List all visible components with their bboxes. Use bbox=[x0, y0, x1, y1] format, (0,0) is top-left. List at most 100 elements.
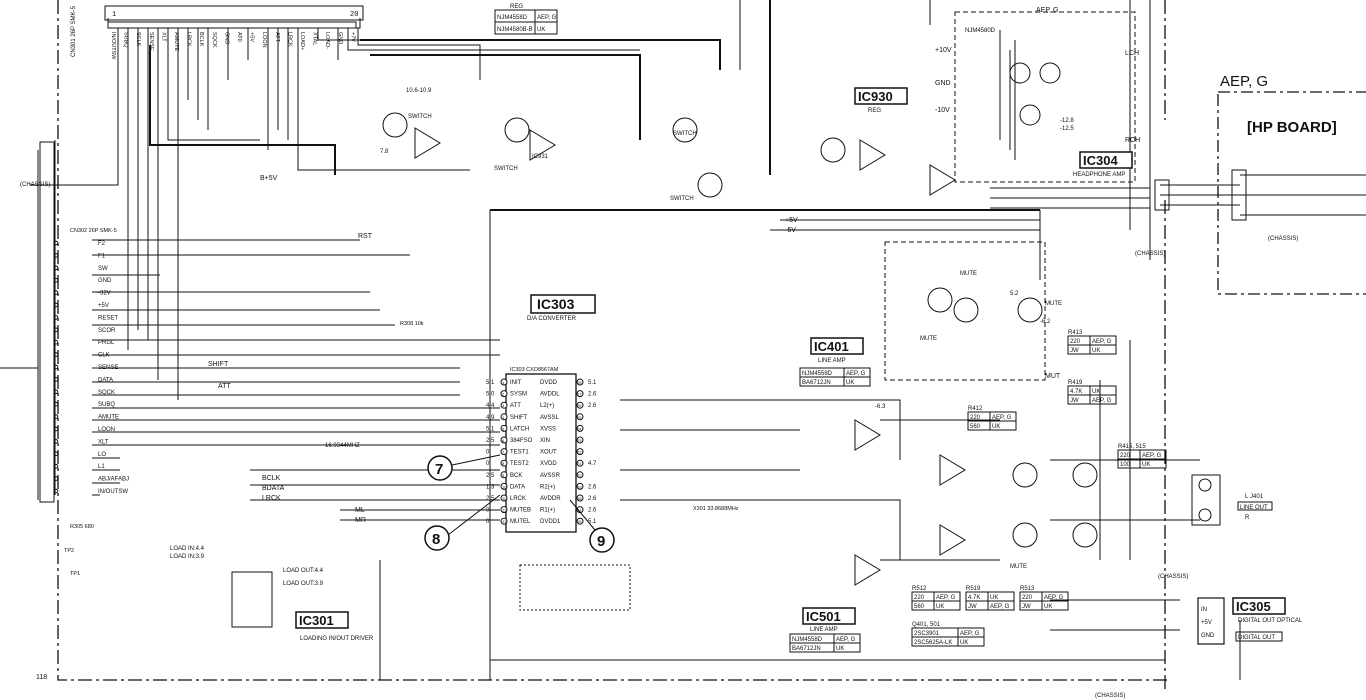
aep-g-top: AEP, G bbox=[1036, 7, 1058, 14]
cn301-pin-16: LOAD+ bbox=[299, 32, 305, 50]
bdata-label: BDATA bbox=[262, 485, 285, 492]
ic303-right-pin-num: 20 bbox=[577, 473, 582, 478]
cn302-pin-dot bbox=[53, 439, 59, 444]
ic303-right-pin-marker bbox=[576, 494, 584, 502]
r419-table-cell: JW bbox=[1070, 398, 1079, 404]
gnd-label: GND bbox=[935, 80, 951, 87]
ic303-left-pin-marker bbox=[500, 459, 508, 467]
cn302-pin-dot bbox=[53, 377, 59, 382]
ic303-right-pin-num: 27 bbox=[577, 392, 582, 397]
r513-table-cell: 220 bbox=[1022, 595, 1033, 601]
ic303-left-pin-name: SHIFT bbox=[510, 415, 528, 421]
ic303-right-pin-num: 21 bbox=[577, 461, 582, 466]
ic303-right-pin-name: AVDDR bbox=[540, 496, 561, 502]
lrck-label: LRCK bbox=[262, 495, 281, 502]
lch-label: LCH bbox=[1125, 50, 1139, 57]
r512-table-cell: 220 bbox=[914, 595, 925, 601]
ic303-left-pin-name: SYSM bbox=[510, 392, 527, 398]
ic303-right-voltage: 2.6 bbox=[588, 403, 597, 409]
ic501-table-cell: BA6712JN bbox=[792, 646, 821, 652]
q401-table-cell: UK bbox=[960, 640, 968, 646]
r419-table-cell: UK bbox=[1092, 389, 1100, 395]
v-78: 7.8 bbox=[380, 149, 389, 155]
ic303-right-pin-num: 16 bbox=[577, 519, 582, 524]
v-minus12-8: -12.8 bbox=[1060, 118, 1074, 124]
ic303-right-pin-marker bbox=[576, 390, 584, 398]
ic303-left-pin-marker bbox=[500, 424, 508, 432]
switch-2: SWITCH bbox=[494, 166, 518, 172]
cn301-pin-10: GND bbox=[223, 32, 229, 44]
shift-label: SHIFT bbox=[208, 361, 229, 368]
mute-1: MUTE bbox=[960, 271, 977, 277]
v-52: 5.2 bbox=[1010, 291, 1019, 297]
freq-label: 16.9344MHZ bbox=[325, 443, 360, 449]
cn302-pin-3: SW bbox=[98, 266, 108, 272]
r413-table-cell: JW bbox=[1070, 348, 1079, 354]
plus10v-label: +10V bbox=[935, 47, 952, 54]
cn302-pin-17: XLT bbox=[98, 439, 109, 445]
ic303-left-voltage: 5.1 bbox=[486, 380, 495, 386]
ic303-right-pin-marker bbox=[576, 471, 584, 479]
rst-label: RST bbox=[358, 233, 373, 240]
ic303-right-pin-name: DVDD1 bbox=[540, 519, 561, 525]
cn302-pin-dot bbox=[53, 290, 59, 295]
misc-labels: AEP, G LCH RCH SWITCH SWITCH SWITCH SWIT… bbox=[20, 7, 1273, 699]
ic303-left-pin-name: LRCK bbox=[510, 496, 526, 502]
plus5v-label: +5V bbox=[785, 217, 798, 224]
cn301-pin-4: SENSE bbox=[148, 32, 154, 51]
r519-table-cell: UK bbox=[990, 595, 998, 601]
ic303-left-pin-marker bbox=[500, 378, 508, 386]
r512-table-cell: 560 bbox=[914, 604, 925, 610]
cn302-pin-dot bbox=[53, 315, 59, 320]
q401-table-title: Q401, 501 bbox=[912, 622, 941, 628]
reg-r0c0: NJM4558D bbox=[497, 15, 528, 21]
cn301-pin-5: XLT bbox=[160, 32, 166, 42]
ic303-part: IC303 CXD8567AM bbox=[510, 367, 559, 373]
ic303-left-pin-num: 13 bbox=[502, 519, 507, 524]
ic303-left-voltage: 2.5 bbox=[486, 438, 495, 444]
ic303-right-pin-num: 19 bbox=[577, 484, 582, 489]
loading-out-1: LOAD OUT:4.4 bbox=[283, 568, 324, 574]
ic303-right-pin-marker bbox=[576, 482, 584, 490]
cn302-pin-8: SCOR bbox=[98, 328, 116, 334]
r512-table-cell: AEP, G bbox=[936, 595, 956, 601]
ic303-name: IC303 bbox=[537, 296, 575, 312]
ic303-right-pin-marker bbox=[576, 436, 584, 444]
cn302-pin-dot bbox=[53, 488, 59, 494]
cn301-pin-8: BCLK bbox=[198, 32, 204, 47]
loading-out-2: LOAD OUT:3.9 bbox=[283, 581, 324, 587]
ic303-left-pin-name: ATT bbox=[510, 403, 521, 409]
ic303-right-pin-num: 25 bbox=[577, 415, 582, 420]
reg-r1c0: NJM4580B-B bbox=[497, 27, 533, 33]
ic303-right-voltage: 2.6 bbox=[588, 508, 597, 514]
callouts: 7 8 9 bbox=[424, 454, 615, 553]
hp-board: AEP, G [HP BOARD] (CHASSIS) bbox=[1220, 73, 1337, 242]
bclk-label: BCLK bbox=[262, 475, 281, 482]
b65v-label: B+5V bbox=[260, 175, 278, 182]
ic303-right-voltage: 2.6 bbox=[588, 392, 597, 398]
mute-3: MUTE bbox=[920, 336, 937, 342]
ic401-name: IC401 bbox=[814, 339, 849, 354]
hp-region: AEP, G bbox=[1220, 73, 1268, 90]
components bbox=[231, 62, 1221, 628]
cn301-pin-11: AT0 bbox=[236, 32, 242, 42]
cn302-pin-dot bbox=[53, 265, 59, 271]
r412-table-cell: AEP, G bbox=[992, 415, 1012, 421]
j401-label: J401 bbox=[1250, 494, 1264, 500]
ic303-left-voltage: 0 bbox=[486, 508, 490, 514]
q401-table-cell: AEP, G bbox=[960, 631, 980, 637]
ic303-right-pin-name: DVDD bbox=[540, 380, 558, 386]
ic305-5v: +5V bbox=[1201, 620, 1212, 626]
cn301-pin-17: XTAL bbox=[312, 32, 318, 45]
cn301-pin-12: +5V bbox=[249, 32, 255, 42]
ic303-right-pin-marker bbox=[576, 378, 584, 386]
cn302-pin-dot bbox=[53, 277, 59, 283]
r512-table-title: R512 bbox=[912, 586, 927, 592]
r513-table-cell: AEP, G bbox=[1044, 595, 1064, 601]
ic301-name: IC301 bbox=[299, 613, 334, 628]
ml-label: ML bbox=[355, 507, 365, 514]
ic303-left-voltage: 0 bbox=[486, 450, 490, 456]
v-minus12-5: -12.5 bbox=[1060, 126, 1074, 132]
switch-3: SWITCH bbox=[673, 131, 697, 137]
cn302-pin-1: F2 bbox=[98, 241, 106, 247]
